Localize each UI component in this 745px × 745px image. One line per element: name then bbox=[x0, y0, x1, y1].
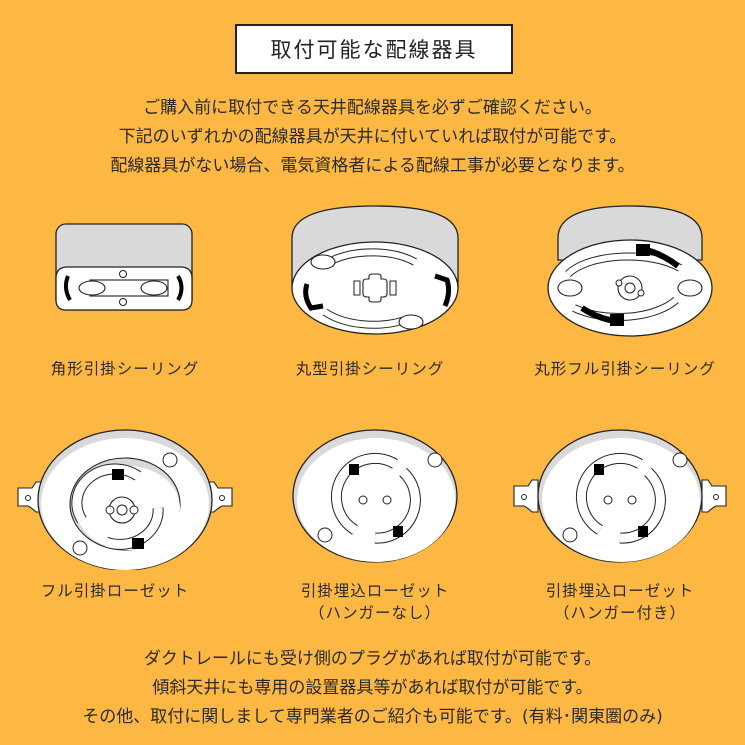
fixture-label: 丸形フル引掛シーリング bbox=[534, 360, 716, 378]
fixture-square-ceiling: 角形引掛シーリング bbox=[40, 210, 260, 390]
page-title: 取付可能な配線器具 bbox=[235, 24, 513, 74]
fixture-round-ceiling: 丸型引掛シーリング bbox=[285, 200, 465, 390]
outro-line: 傾斜天井にも専用の設置器具等があれば取付が可能です。 bbox=[152, 678, 593, 698]
fixture-label: 引掛埋込ローゼット bbox=[545, 582, 695, 600]
fixture-label: フル引掛ローゼット bbox=[40, 582, 190, 600]
intro-line: 下記のいずれかの配線器具が天井に付いていれば取付が可能です。 bbox=[118, 127, 627, 147]
fixture-round-full-ceiling: 丸形フル引掛シーリング bbox=[530, 200, 730, 390]
outro-text: ダクトレールにも受け側のプラグがあれば取付が可能です。 傾斜天井にも専用の設置器… bbox=[0, 645, 745, 732]
fixture-sublabel: （ハンガー付き） bbox=[553, 604, 686, 622]
fixture-label: 丸型引掛シーリング bbox=[295, 360, 445, 378]
round-full-ceiling-hook-icon bbox=[547, 205, 713, 337]
intro-line: ご購入前に取付できる天井配線器具を必ずご確認ください。 bbox=[143, 98, 602, 118]
fixture-embedded-rosette-no-hanger: 引掛埋込ローゼット （ハンガーなし） bbox=[285, 420, 465, 622]
full-hook-rosette-icon bbox=[17, 429, 233, 570]
page-title-text: 取付可能な配線器具 bbox=[270, 38, 478, 62]
embedded-rosette-no-hanger-icon bbox=[292, 429, 458, 563]
intro-text: ご購入前に取付できる天井配線器具を必ずご確認ください。 下記のいずれかの配線器具… bbox=[0, 94, 745, 181]
outro-line: その他、取付に関しまして専門業者のご紹介も可能です。(有料･関東圏のみ) bbox=[82, 707, 663, 727]
intro-line: 配線器具がない場合、電気資格者による配線工事が必要となります。 bbox=[110, 156, 635, 176]
round-ceiling-hook-icon bbox=[291, 205, 459, 335]
fixture-label: 角形引掛シーリング bbox=[50, 360, 200, 378]
square-ceiling-hook-icon bbox=[55, 223, 193, 311]
fixture-label: 引掛埋込ローゼット bbox=[300, 582, 450, 600]
embedded-rosette-with-hanger-icon bbox=[513, 429, 727, 563]
outro-line: ダクトレールにも受け側のプラグがあれば取付が可能です。 bbox=[143, 649, 602, 669]
fixture-embedded-rosette-with-hanger: 引掛埋込ローゼット （ハンガー付き） bbox=[510, 420, 730, 622]
fixture-full-hook-rosette: フル引掛ローゼット bbox=[10, 420, 240, 610]
fixture-sublabel: （ハンガーなし） bbox=[308, 604, 441, 622]
